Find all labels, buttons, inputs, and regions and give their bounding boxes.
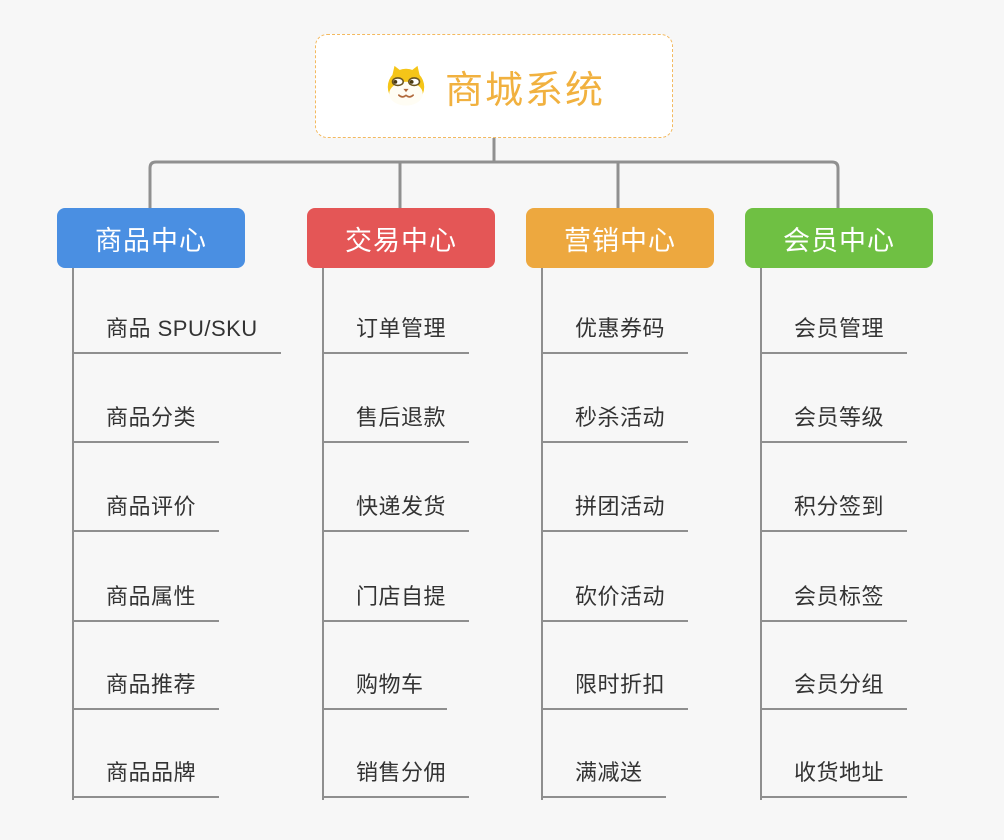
mindmap-item[interactable]: 会员分组 [760, 667, 908, 710]
mindmap-item[interactable]: 商品品牌 [72, 755, 220, 798]
mindmap-item[interactable]: 售后退款 [322, 400, 470, 443]
branch-header-product[interactable]: 商品中心 [57, 208, 245, 268]
mindmap-item[interactable]: 收货地址 [760, 755, 908, 798]
branch-trunk-line [541, 268, 543, 800]
mindmap-item[interactable]: 快递发货 [322, 489, 470, 532]
branch-column-marketing: 营销中心 优惠券码 秒杀活动 拼团活动 砍价活动 限时折扣 满减送 [526, 208, 714, 800]
branch-connector-lines [148, 138, 840, 208]
mindmap-item[interactable]: 商品推荐 [72, 667, 220, 710]
root-node[interactable]: 商城系统 [315, 34, 673, 138]
mindmap-item[interactable]: 拼团活动 [541, 489, 689, 532]
branch-trunk-line [72, 268, 74, 800]
root-title: 商城系统 [444, 69, 605, 112]
mindmap-item[interactable]: 秒杀活动 [541, 400, 689, 443]
mindmap-item[interactable]: 商品评价 [72, 489, 220, 532]
mindmap-item[interactable]: 会员管理 [760, 311, 908, 354]
mindmap-item[interactable]: 满减送 [541, 755, 666, 798]
mindmap-item[interactable]: 限时折扣 [541, 667, 689, 710]
branch-column-member: 会员中心 会员管理 会员等级 积分签到 会员标签 会员分组 收货地址 [745, 208, 933, 800]
branch-column-product: 商品中心 商品 SPU/SKU 商品分类 商品评价 商品属性 商品推荐 商品品牌 [57, 208, 281, 800]
mindmap-item[interactable]: 购物车 [322, 667, 447, 710]
mindmap-item[interactable]: 商品 SPU/SKU [72, 311, 281, 354]
mindmap-item[interactable]: 销售分佣 [322, 755, 470, 798]
branch-trunk-line [322, 268, 324, 800]
branch-header-member[interactable]: 会员中心 [745, 208, 933, 268]
mindmap-item[interactable]: 商品分类 [72, 400, 220, 443]
mindmap-item[interactable]: 会员等级 [760, 400, 908, 443]
branch-trunk-line [760, 268, 762, 800]
branch-header-trade[interactable]: 交易中心 [307, 208, 495, 268]
mindmap-item[interactable]: 会员标签 [760, 579, 908, 622]
mindmap-item[interactable]: 门店自提 [322, 579, 470, 622]
branch-column-trade: 交易中心 订单管理 售后退款 快递发货 门店自提 购物车 销售分佣 [307, 208, 495, 800]
mindmap-item[interactable]: 砍价活动 [541, 579, 689, 622]
branch-header-marketing[interactable]: 营销中心 [526, 208, 714, 268]
mindmap-item[interactable]: 商品属性 [72, 579, 220, 622]
shiba-dog-icon [383, 63, 429, 109]
mindmap-item[interactable]: 订单管理 [322, 311, 470, 354]
mindmap-item[interactable]: 积分签到 [760, 489, 908, 532]
mindmap-item[interactable]: 优惠券码 [541, 311, 689, 354]
